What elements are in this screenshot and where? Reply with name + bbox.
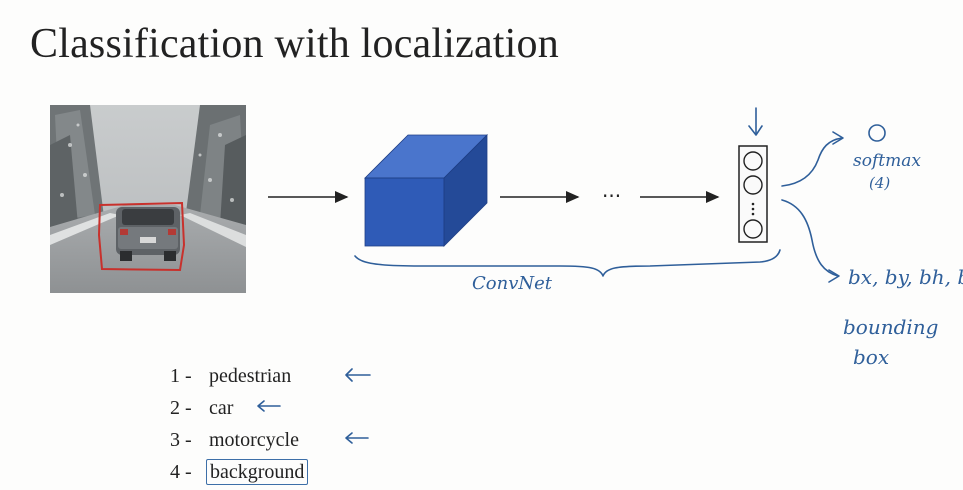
class-item-motorcycle: 3 - motorcycle xyxy=(170,424,308,456)
class-item-pedestrian: 1 - pedestrian xyxy=(170,360,308,392)
pedestrian-mark-arrow xyxy=(345,368,371,382)
class-number: 1 - xyxy=(170,365,192,387)
class-label: pedestrian xyxy=(209,365,292,387)
motorcycle-mark-arrow xyxy=(345,432,369,444)
class-list: 1 - pedestrian 2 - car 3 - motorcycle 4 … xyxy=(170,360,309,488)
car-photo xyxy=(50,105,246,293)
softmax-arrow xyxy=(781,137,843,187)
bbox-label-line1: bounding xyxy=(843,315,939,339)
bbox-label-line2: box xyxy=(853,345,889,369)
class-label-boxed: background xyxy=(206,459,309,485)
class-label: car xyxy=(209,397,234,419)
layers-ellipsis: ··· xyxy=(602,184,621,208)
bbox-arrow-head xyxy=(828,269,840,283)
softmax-output-circle xyxy=(868,124,886,142)
class-item-car: 2 - car xyxy=(170,392,308,424)
class-number: 3 - xyxy=(170,429,192,451)
class-item-background: 4 - background xyxy=(170,456,309,488)
class-number: 4 - xyxy=(170,461,192,483)
class-label: motorcycle xyxy=(209,429,299,451)
page-title: Classification with localization xyxy=(30,21,559,67)
car-photo-illustration xyxy=(50,105,246,293)
softmax-arrow-head xyxy=(832,131,844,145)
class-number: 2 - xyxy=(170,397,192,419)
convnet-brace xyxy=(354,249,781,277)
bbox-arrow xyxy=(781,199,839,277)
bbox-params-label: bx, by, bh, bw xyxy=(848,265,963,289)
softmax-label: softmax xyxy=(853,151,921,171)
convnet-label: ConvNet xyxy=(472,273,553,294)
pointer-down-arrow-head xyxy=(748,125,763,136)
softmax-count-label: (4) xyxy=(869,174,890,192)
conv-volume-cube xyxy=(364,134,488,247)
output-vector xyxy=(738,145,768,243)
